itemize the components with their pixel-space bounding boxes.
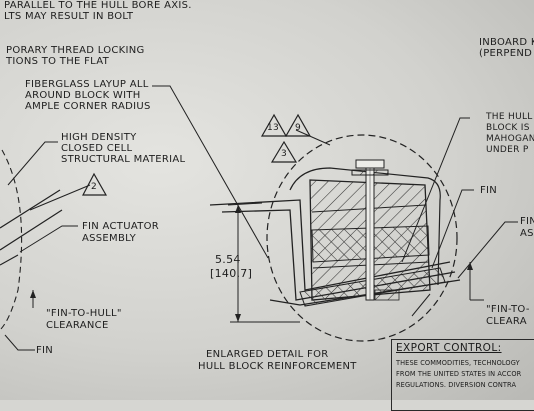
drawing-linework xyxy=(0,85,518,351)
tag2-leader xyxy=(29,184,91,211)
actuator-line1: FIN ACTUATOR xyxy=(82,221,160,232)
clearance-left-line2: CLEARANCE xyxy=(46,320,109,331)
layup-note-line3: AMPLE CORNER RADIUS xyxy=(25,101,151,112)
hull-note-line3: MAHOGAN xyxy=(486,134,534,144)
fin-left-leader xyxy=(4,334,35,351)
export-control-text: THESE COMMODITIES, TECHNOLOGY FROM THE U… xyxy=(396,358,521,391)
hull-note-line2: BLOCK IS xyxy=(486,123,530,133)
tag-9-triangle xyxy=(284,113,312,137)
thread-note-line1: PORARY THREAD LOCKING xyxy=(6,45,145,56)
inboard-line2: (PERPEND xyxy=(479,48,533,59)
tag-13-triangle xyxy=(260,113,288,137)
export-line1: THESE COMMODITIES, TECHNOLOGY xyxy=(396,359,520,367)
hull-note-line4: UNDER P xyxy=(486,145,529,155)
top-note-line1: PARALLEL TO THE HULL BORE AXIS. xyxy=(4,0,192,11)
inboard-line1: INBOARD K xyxy=(479,37,534,48)
hull-note-line1: THE HULL xyxy=(486,112,533,122)
top-note-line2: LTS MAY RESULT IN BOLT xyxy=(4,11,134,22)
enlarged-detail-circle xyxy=(266,134,458,342)
fin-right2-line1: FIN xyxy=(520,216,534,227)
tag-9-text: 9 xyxy=(295,123,302,133)
tag-2-triangle xyxy=(82,172,108,196)
fin-left-label: FIN xyxy=(36,345,54,356)
detail-caption-line2: HULL BLOCK REINFORCEMENT xyxy=(198,361,357,372)
fin-right-leader xyxy=(431,189,474,269)
export-control-title: EXPORT CONTROL: xyxy=(396,342,502,354)
tag-2-text: 2 xyxy=(91,182,98,192)
export-line2: FROM THE UNITED STATES IN ACCOR xyxy=(396,370,522,378)
layup-note-line2: AROUND BLOCK WITH xyxy=(25,90,141,101)
clearance-right-line2: CLEARA xyxy=(486,316,527,327)
clearance-right-line1: "FIN-TO- xyxy=(486,304,530,315)
layup-curve xyxy=(289,167,441,286)
dimension-mm: [140.7] xyxy=(210,267,253,280)
export-line3: REGULATIONS. DIVERSION CONTRA xyxy=(396,381,517,389)
left-hull-line xyxy=(0,189,61,229)
tag-13-text: 13 xyxy=(267,123,280,133)
bolt-nut xyxy=(355,159,385,169)
clearance-left-line1: "FIN-TO-HULL" xyxy=(46,308,122,319)
layup-note-line1: FIBERGLASS LAYUP ALL xyxy=(25,79,149,90)
left-detail-circle xyxy=(0,149,23,331)
tag-3-text: 3 xyxy=(281,149,288,159)
actuator-line2: ASSEMBLY xyxy=(82,233,137,244)
bolt-washer xyxy=(351,169,389,176)
thread-note-line2: TIONS TO THE FLAT xyxy=(6,56,110,67)
paper-background xyxy=(0,0,534,400)
actuator-leader xyxy=(19,225,78,253)
hd-note-line2: CLOSED CELL xyxy=(61,143,133,154)
detail-caption-line1: ENLARGED DETAIL FOR xyxy=(206,349,329,360)
hd-note-line1: HIGH DENSITY xyxy=(61,132,137,143)
export-control-box: EXPORT CONTROL: THESE COMMODITIES, TECHN… xyxy=(391,339,534,411)
hd-leader xyxy=(7,141,58,186)
fin-right2-line2: AS xyxy=(520,228,534,239)
layup-leader xyxy=(152,85,269,259)
fin-right-label: FIN xyxy=(480,185,498,196)
fin-right2-leader xyxy=(457,221,518,279)
tag-3-triangle xyxy=(270,140,298,163)
dimension-inches: 5.54 xyxy=(215,253,241,266)
hull-block-leader xyxy=(401,117,470,263)
hd-note-line3: STRUCTURAL MATERIAL xyxy=(61,154,186,165)
